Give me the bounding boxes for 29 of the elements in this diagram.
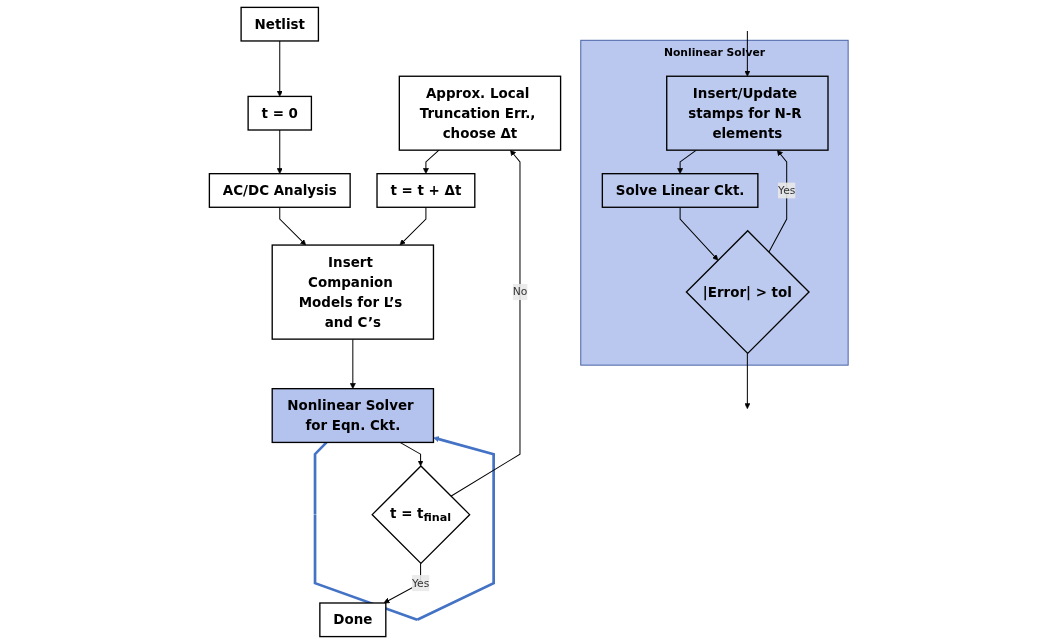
node-box: Netlist xyxy=(240,6,319,42)
node-box: Approx. Local Truncation Err., choose Δt xyxy=(398,75,561,151)
node-diamond: |Error| > tol xyxy=(685,229,810,355)
arrow xyxy=(744,352,751,410)
arrow xyxy=(279,206,306,246)
node-box: t = 0 xyxy=(247,95,312,131)
node-box: Insert/Update stamps for N-R elements xyxy=(665,75,829,151)
node-box: Insert Companion Models for L’s and C’s xyxy=(271,244,434,340)
arrow xyxy=(276,129,283,174)
arrow xyxy=(768,149,787,253)
node-box: Nonlinear Solver for Eqn. Ckt. xyxy=(271,388,434,444)
arrow xyxy=(399,206,427,246)
arrow xyxy=(679,206,718,261)
arrow xyxy=(313,436,495,622)
arrow xyxy=(399,441,424,467)
edge-label: Yes xyxy=(411,576,429,590)
node-box: Solve Linear Ckt. xyxy=(601,173,759,208)
arrow xyxy=(450,149,521,497)
node-box: Done xyxy=(318,602,387,638)
edge-label: No xyxy=(512,285,528,299)
node-box: t = t + Δt xyxy=(376,173,476,208)
arrow xyxy=(349,338,356,389)
arrow xyxy=(676,149,697,174)
node-box: AC/DC Analysis xyxy=(208,173,351,208)
arrow xyxy=(276,40,283,97)
edge-label: Yes xyxy=(777,183,796,197)
node-diamond: t = t$_{final}$ xyxy=(371,465,471,565)
arrow xyxy=(422,149,440,174)
arrow xyxy=(744,30,751,77)
